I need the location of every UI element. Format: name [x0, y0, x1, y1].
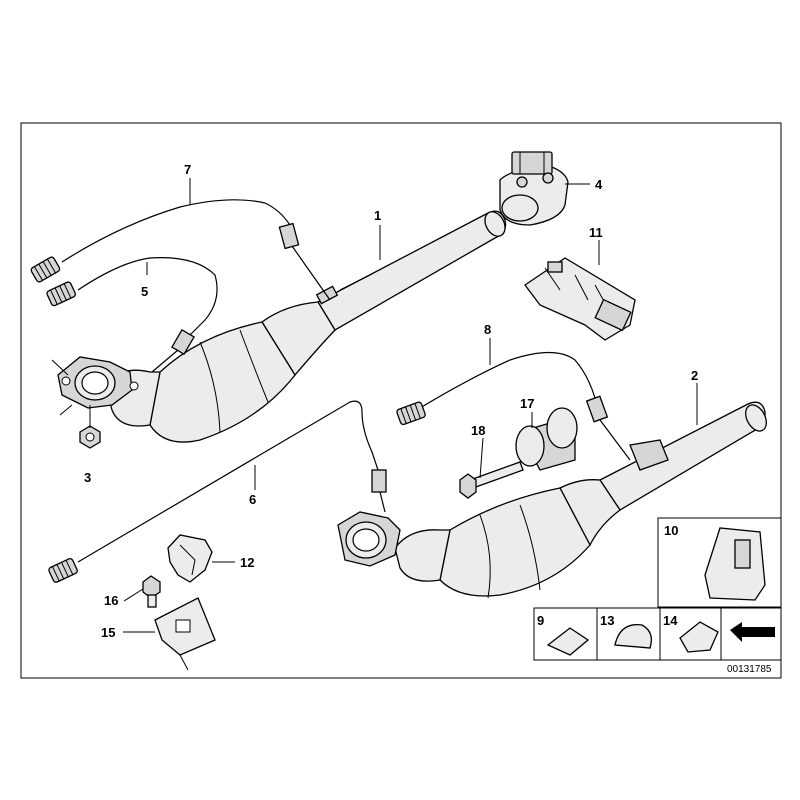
callout-3: 3 [84, 470, 91, 485]
catalytic-converter-lower[interactable] [337, 401, 771, 599]
oxygen-sensor-8[interactable] [396, 351, 631, 461]
callout-8: 8 [484, 322, 491, 337]
callout-15: 15 [101, 625, 115, 640]
callout-10: 10 [664, 523, 678, 538]
leader-lines [89, 178, 698, 633]
bolt-16[interactable] [142, 575, 161, 608]
callout-7: 7 [184, 162, 191, 177]
callout-9: 9 [537, 613, 544, 628]
inset-arrow [720, 607, 782, 661]
callout-6: 6 [249, 492, 256, 507]
oxygen-sensor-7[interactable] [30, 199, 331, 301]
callout-4: 4 [595, 177, 603, 192]
inset-10[interactable] [657, 517, 782, 608]
oxygen-sensor-5[interactable] [46, 257, 218, 373]
diagram-reference-number: 00131785 [727, 664, 772, 675]
nut-3[interactable] [79, 425, 101, 449]
callout-16: 16 [104, 593, 118, 608]
bushing-17[interactable] [515, 407, 578, 471]
diagram-frame [20, 122, 782, 679]
callout-12: 12 [240, 555, 254, 570]
pipe-clamp-4[interactable] [499, 151, 569, 226]
callout-13: 13 [600, 613, 614, 628]
callout-5: 5 [141, 284, 148, 299]
mounting-bracket-15[interactable] [154, 597, 216, 671]
arrow-icon [730, 622, 775, 642]
catalytic-converter-upper[interactable] [51, 208, 509, 443]
bracket-11[interactable] [524, 257, 636, 341]
bolt-18[interactable] [459, 461, 524, 499]
oxygen-sensor-6[interactable] [48, 400, 387, 583]
callout-14: 14 [663, 613, 678, 628]
callout-1: 1 [374, 208, 381, 223]
callout-18: 18 [471, 423, 485, 438]
callout-2: 2 [691, 368, 698, 383]
wiring-clip-12[interactable] [167, 534, 213, 583]
callout-labels: 1 2 3 4 5 6 7 8 9 10 11 12 13 14 15 16 1… [84, 162, 698, 640]
callout-17: 17 [520, 396, 534, 411]
callout-11: 11 [589, 225, 603, 240]
